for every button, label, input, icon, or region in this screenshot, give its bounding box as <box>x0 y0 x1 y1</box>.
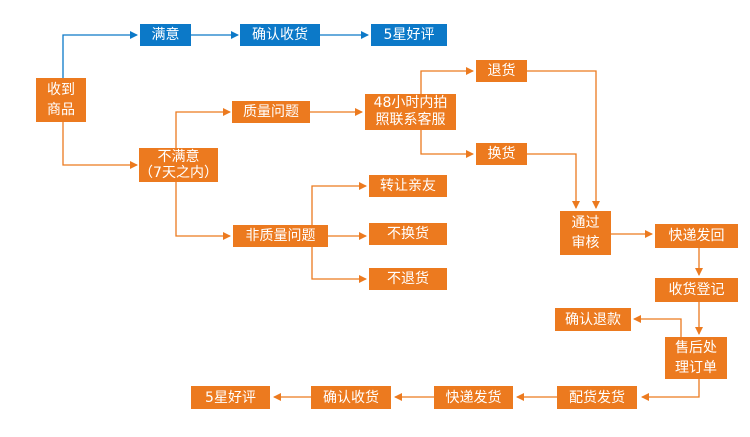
arrow-unsatisfied-to-quality <box>175 108 231 148</box>
node-after-sales-order-line1: 售后处 <box>675 340 717 356</box>
node-photo-contact: 48小时内拍 照联系客服 <box>365 94 456 130</box>
node-exchange: 换货 <box>476 143 527 165</box>
arrow-aftersales-to-refund <box>633 315 682 338</box>
node-five-star-bottom: 5星好评 <box>191 386 270 409</box>
node-transfer-friend: 转让亲友 <box>369 175 447 197</box>
arrow-nonquality-to-noreturn <box>311 236 367 283</box>
node-unsatisfied-line1: 不满意 <box>157 149 200 165</box>
node-receive-goods: 收到 商品 <box>36 78 86 122</box>
node-photo-contact-line1: 48小时内拍 <box>373 95 448 111</box>
node-no-return: 不退货 <box>369 268 447 290</box>
node-no-exchange: 不换货 <box>369 223 447 245</box>
arrow-exchange-to-review <box>527 153 580 209</box>
arrow-receive-to-satisfied <box>62 31 138 78</box>
arrow-return-to-review <box>527 70 600 209</box>
node-quality-issue: 质量问题 <box>232 101 310 123</box>
arrow-nonquality-to-transfer <box>311 182 367 236</box>
node-confirm-receipt-top: 确认收货 <box>240 24 320 46</box>
arrow-receive-to-unsatisfied <box>62 122 138 169</box>
node-return: 退货 <box>476 60 527 82</box>
node-review: 通过 审核 <box>560 211 611 255</box>
node-review-line1: 通过 <box>571 215 600 231</box>
node-ship-back: 快递发回 <box>655 224 738 248</box>
arrow-photo-to-exchange <box>420 130 474 158</box>
node-receive-goods-line1: 收到 <box>47 82 75 98</box>
node-confirm-refund: 确认退款 <box>555 308 631 331</box>
node-express-ship: 快递发货 <box>434 386 513 409</box>
node-receive-goods-line2: 商品 <box>47 102 75 118</box>
node-review-line2: 审核 <box>571 235 600 251</box>
node-confirm-receipt-bottom: 确认收货 <box>311 386 391 409</box>
node-photo-contact-line2: 照联系客服 <box>375 112 446 128</box>
node-five-star-top: 5星好评 <box>371 24 447 46</box>
node-satisfied: 满意 <box>140 24 191 46</box>
arrow-aftersales-to-dispatch <box>641 379 700 401</box>
node-after-sales-order-line2: 理订单 <box>675 360 717 376</box>
arrow-unsatisfied-to-nonquality <box>175 182 231 240</box>
node-non-quality-issue: 非质量问题 <box>233 225 328 247</box>
node-unsatisfied: 不满意 （7天之内） <box>139 148 218 182</box>
node-receipt-register: 收货登记 <box>655 278 738 302</box>
node-after-sales-order: 售后处 理订单 <box>665 337 727 379</box>
node-unsatisfied-line2: （7天之内） <box>139 165 218 181</box>
node-dispatch-goods: 配货发货 <box>557 386 637 409</box>
arrow-photo-to-return <box>420 67 474 94</box>
